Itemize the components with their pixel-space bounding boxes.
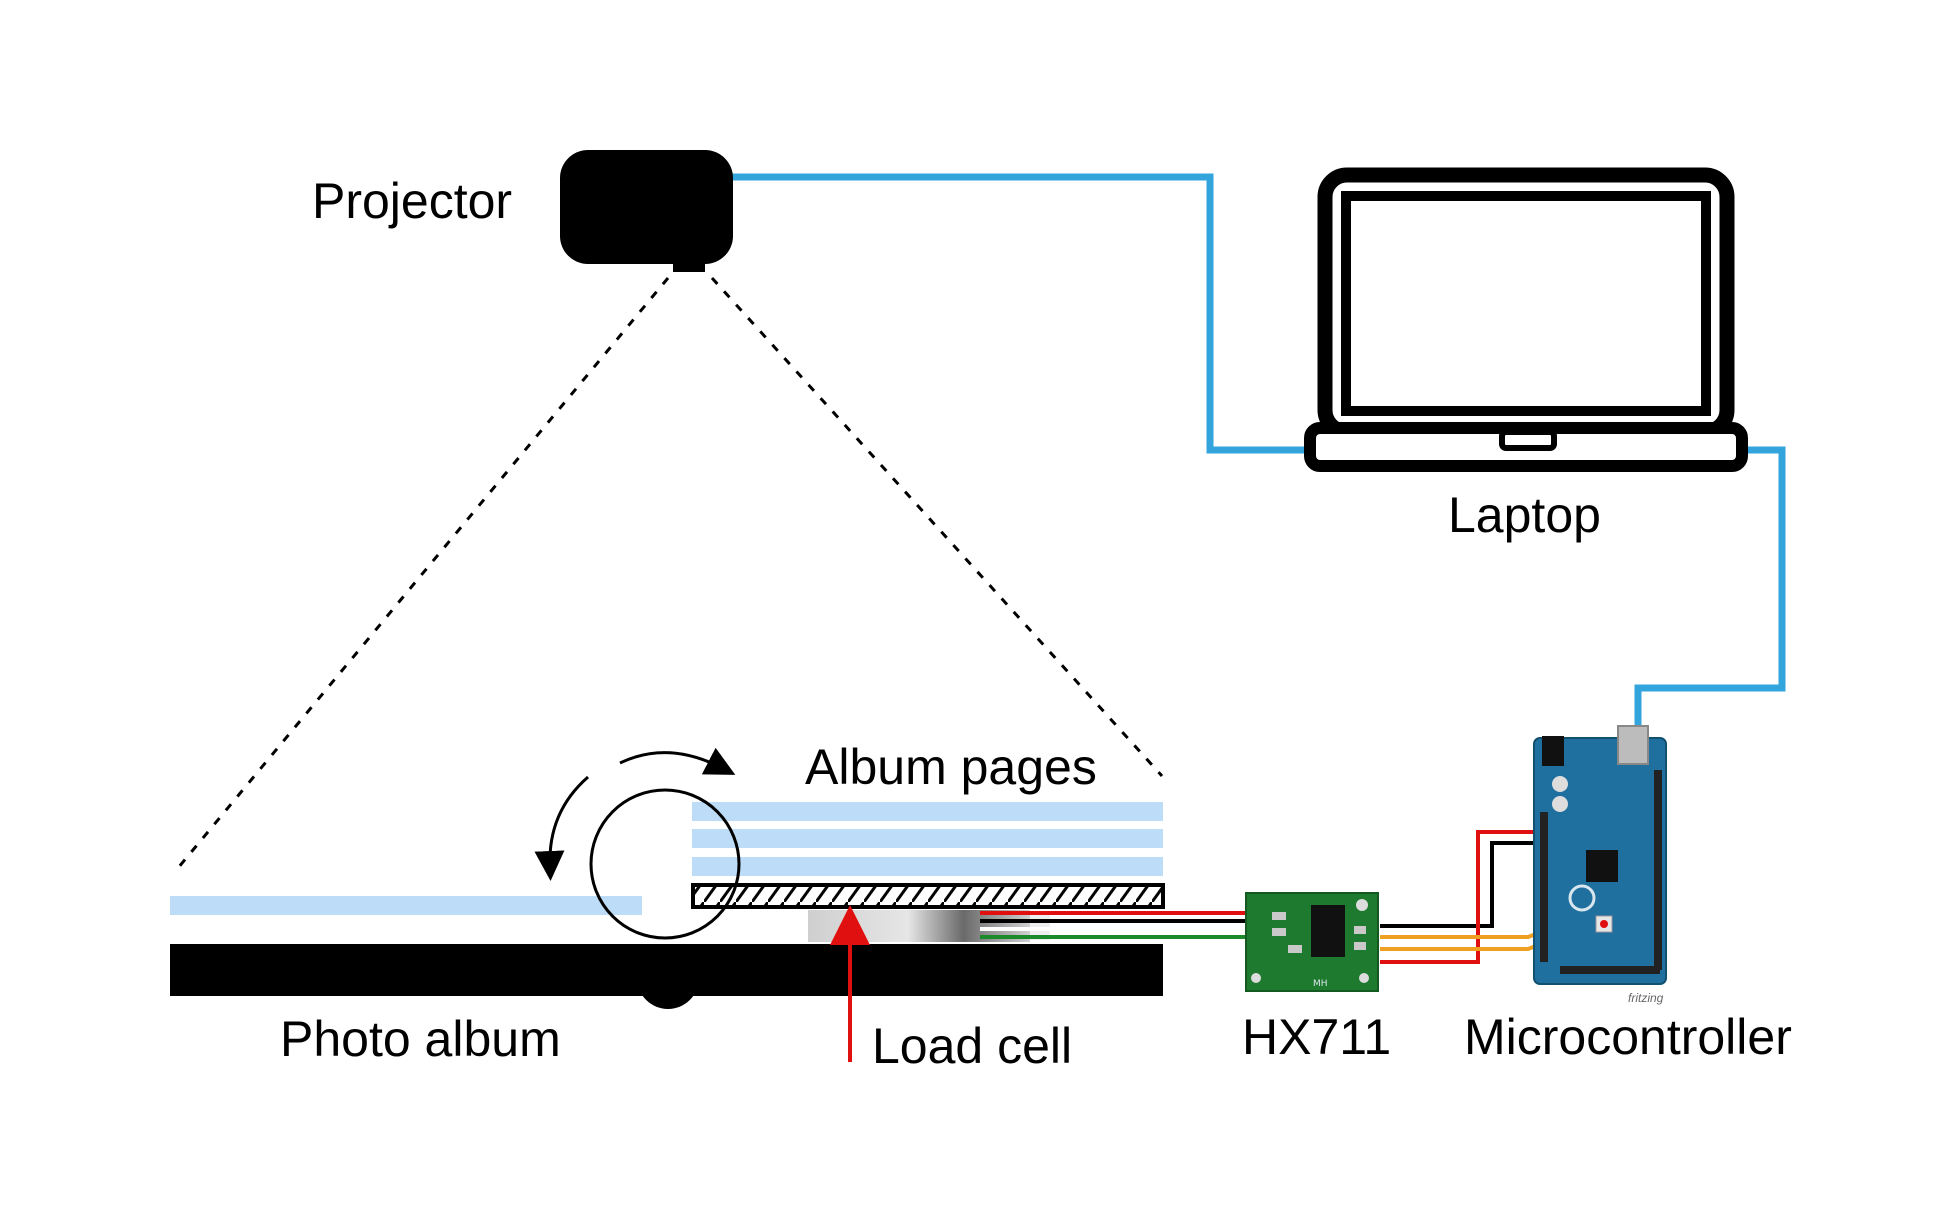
hx711-board: MH	[1245, 892, 1379, 992]
projection-lines	[176, 276, 1164, 869]
laptop-icon	[1304, 167, 1748, 472]
projection-line-right	[710, 276, 1164, 778]
blue-cables	[730, 173, 1786, 730]
load-cell-label: Load cell	[872, 1018, 1072, 1074]
projector-laptop-cable	[730, 173, 1312, 454]
microcontroller-label: Microcontroller	[1464, 1009, 1792, 1065]
laptop-microcontroller-cable	[1634, 446, 1786, 730]
album-pages	[692, 802, 1163, 876]
hinge-circle	[589, 788, 741, 940]
page-turn-indicator	[534, 747, 741, 940]
fritzing-watermark: fritzing	[1628, 991, 1664, 1005]
album-page	[692, 857, 1163, 876]
rotation-arrow-icon	[534, 775, 589, 881]
laptop-label: Laptop	[1448, 487, 1601, 543]
album-page	[692, 802, 1163, 821]
photo-album	[170, 883, 1165, 1009]
album-hatched-platform	[691, 883, 1165, 909]
hx711-board-mark: MH	[1313, 979, 1328, 989]
arduino-mega-board: fritzing	[1533, 725, 1667, 1005]
projection-line-left	[176, 277, 670, 869]
projector-label: Projector	[312, 173, 512, 229]
projector-icon	[560, 150, 733, 272]
load-cell-wires	[980, 911, 1248, 939]
rotation-arrow-icon	[619, 747, 736, 775]
photo-album-label: Photo album	[280, 1011, 561, 1067]
hx711-label: HX711	[1242, 1009, 1391, 1065]
album-left-page	[170, 896, 642, 915]
album-pages-label: Album pages	[805, 739, 1097, 795]
album-page	[692, 829, 1163, 848]
